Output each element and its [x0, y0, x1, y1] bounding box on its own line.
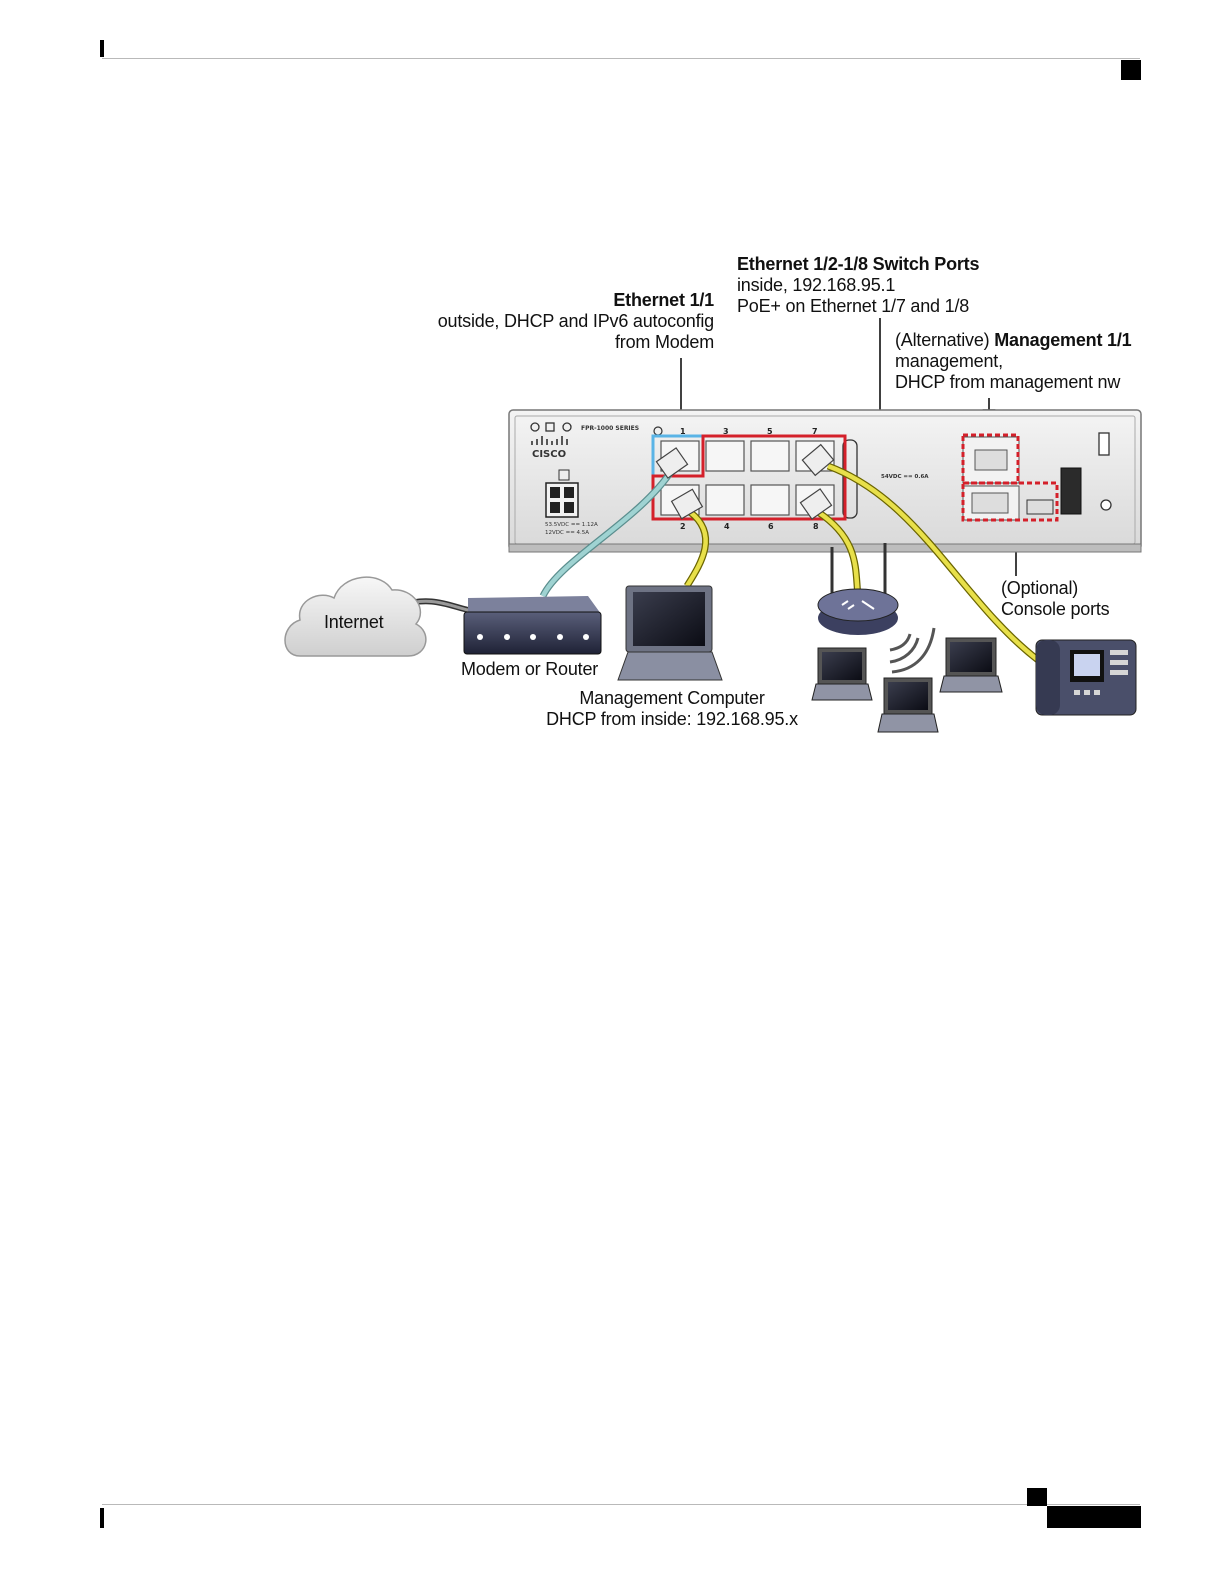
footer-page-tab — [1047, 1506, 1141, 1528]
header-page-tab — [1121, 60, 1141, 80]
mgmt-title: Management 1/1 — [994, 330, 1132, 350]
footer-marker — [100, 1508, 104, 1528]
header-marker — [100, 40, 104, 57]
port-num-2: 2 — [680, 522, 686, 531]
mgmt-computer-label: Management Computer DHCP from inside: 19… — [530, 688, 814, 730]
ip-phone-icon — [1035, 639, 1137, 716]
eth11-line2: from Modem — [614, 332, 714, 352]
mgmt-line2: DHCP from management nw — [895, 372, 1121, 392]
inside-ports-highlight — [651, 434, 847, 521]
switch-ports-title: Ethernet 1/2-1/8 Switch Ports — [737, 254, 980, 274]
wifi-signal-icon — [889, 627, 936, 674]
model-text: FPR-1000 SERIES — [581, 425, 639, 432]
console-ports-highlight — [961, 481, 1059, 522]
port-num-4: 4 — [724, 522, 730, 531]
mgmt-computer-line2: DHCP from inside: 192.168.95.x — [546, 709, 798, 729]
switch-ports-label: Ethernet 1/2-1/8 Switch Ports inside, 19… — [737, 254, 979, 317]
firewall-chassis: FPR-1000 SERIES CISCO 53.5VDC == 1.12A 1… — [508, 409, 1142, 553]
switch-ports-line1: inside, 192.168.95.1 — [737, 275, 896, 295]
mgmt-label: (Alternative) Management 1/1 management,… — [895, 330, 1132, 393]
power-rating-2: 12VDC == 4.5A — [545, 530, 589, 536]
eth11-label: Ethernet 1/1 outside, DHCP and IPv6 auto… — [438, 290, 714, 353]
poe-rating: 54VDC == 0.6A — [881, 474, 929, 480]
mgmt-line1: management, — [895, 351, 1003, 371]
mgmt-prefix: (Alternative) — [895, 330, 995, 350]
rj45-plug-icons — [655, 443, 835, 520]
wireless-router-icon — [817, 543, 899, 635]
footer-page-square — [1027, 1488, 1047, 1506]
eth11-title: Ethernet 1/1 — [613, 290, 714, 310]
mgmt-computer-line1: Management Computer — [579, 688, 765, 708]
power-connector-icon — [545, 469, 579, 518]
eth11-line1: outside, DHCP and IPv6 autoconfig — [437, 311, 714, 331]
port-num-7: 7 — [812, 427, 818, 436]
modem-router-icon — [463, 596, 602, 655]
port-num-3: 3 — [723, 427, 729, 436]
client-laptop-icon-1 — [811, 647, 873, 701]
port-num-5: 5 — [767, 427, 773, 436]
client-laptop-icon-2 — [877, 677, 939, 733]
modem-label: Modem or Router — [461, 659, 599, 679]
console-line1: (Optional) — [1001, 578, 1079, 598]
mgmt-title-line: (Alternative) Management 1/1 — [895, 330, 1132, 351]
header-rule — [102, 58, 1140, 59]
client-laptop-icon-3 — [939, 637, 1003, 693]
port-num-6: 6 — [768, 522, 774, 531]
port-num-1: 1 — [680, 427, 686, 436]
management-laptop-icon — [617, 585, 723, 681]
power-rating-1: 53.5VDC == 1.12A — [545, 522, 598, 528]
port-num-8: 8 — [813, 522, 819, 531]
cisco-logo-icon — [531, 436, 568, 445]
internet-cloud-icon — [284, 576, 427, 657]
brand-text: CISCO — [532, 449, 566, 460]
footer-rule — [102, 1504, 1140, 1505]
switch-ports-line2: PoE+ on Ethernet 1/7 and 1/8 — [737, 296, 970, 316]
console-line2: Console ports — [1001, 599, 1110, 619]
internet-label: Internet — [324, 612, 384, 632]
console-label: (Optional) Console ports — [1001, 578, 1110, 620]
mgmt-console-ports — [962, 432, 1112, 521]
